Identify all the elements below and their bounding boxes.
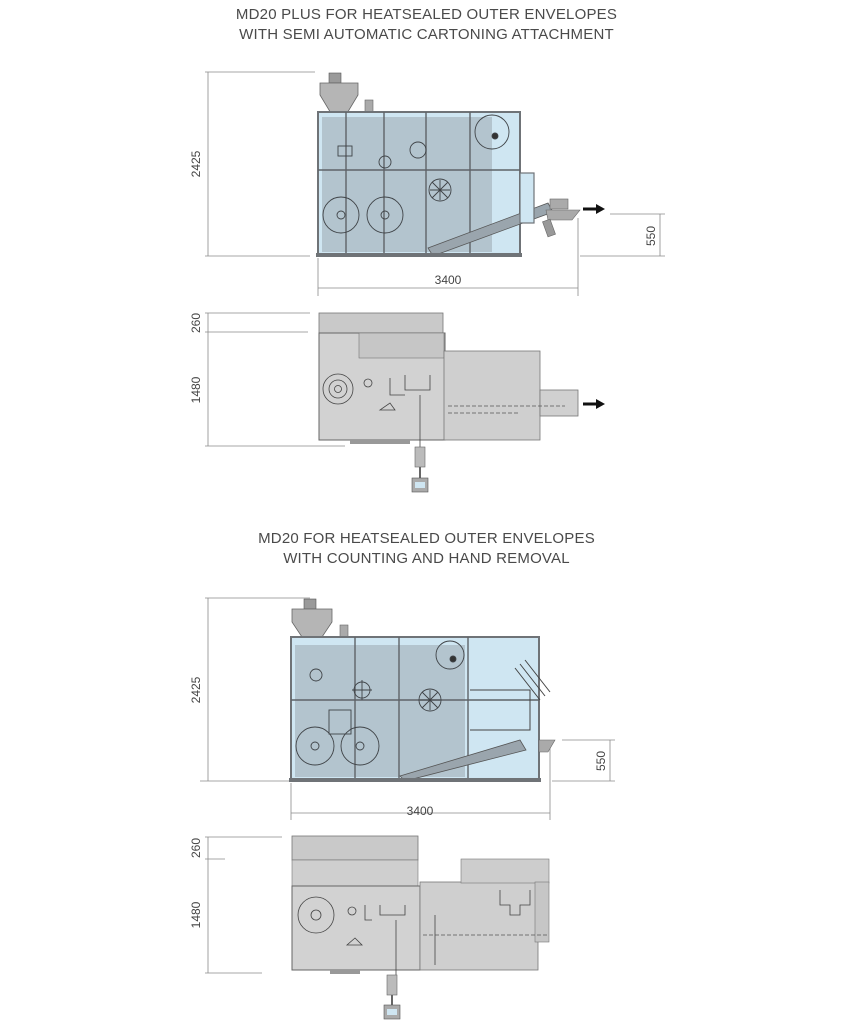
outlet-height-label: 550	[644, 226, 658, 246]
control-panel	[383, 974, 401, 1020]
outlet-box	[539, 389, 579, 417]
cartoner-body	[443, 350, 541, 441]
mechanism-panel	[322, 117, 492, 252]
top-cover	[318, 312, 444, 334]
section1-title-line2: WITH SEMI AUTOMATIC CARTONING ATTACHMENT	[239, 26, 614, 43]
section2-top-view: 260 1480	[189, 835, 550, 1020]
hopper	[319, 72, 374, 116]
mechanism-parts	[322, 114, 510, 234]
section2-title: MD20 FOR HEATSEALED OUTER ENVELOPES WITH…	[0, 529, 853, 569]
depth-label: 1480	[189, 376, 203, 403]
mechanism-parts	[295, 640, 465, 766]
section2-front-view: 2425 3400 550	[189, 597, 615, 820]
frame-members	[318, 112, 520, 255]
control-panel	[411, 446, 429, 493]
outlet-height-label: 550	[594, 751, 608, 771]
section1-top-view: 260 1480	[189, 312, 605, 493]
top-view-parts	[322, 373, 431, 455]
chain-conveyor	[448, 405, 565, 414]
mechanism-panel	[295, 645, 465, 777]
top-view-parts	[297, 890, 531, 975]
width-label: 3400	[435, 273, 462, 287]
section2-title-line1: MD20 FOR HEATSEALED OUTER ENVELOPES	[258, 530, 595, 547]
section1-title-line1: MD20 PLUS FOR HEATSEALED OUTER ENVELOPES	[235, 6, 618, 23]
right-arrow-icon	[583, 204, 605, 214]
width-label: 3400	[407, 804, 434, 818]
section2-title-line2: WITH COUNTING AND HAND REMOVAL	[283, 550, 570, 567]
cartoning-conveyor	[427, 172, 581, 257]
base-rail	[289, 778, 541, 782]
height-label: 2425	[189, 676, 203, 703]
top-cover	[291, 835, 419, 861]
depth-top-label: 260	[189, 838, 203, 858]
right-arrow-icon	[583, 399, 605, 409]
dimension-lines	[200, 597, 615, 820]
depth-top-label: 260	[189, 313, 203, 333]
main-body	[291, 885, 421, 971]
counting-unit	[399, 659, 556, 782]
dimension-lines	[205, 836, 282, 974]
height-label: 2425	[189, 150, 203, 177]
dimension-lines	[205, 312, 345, 447]
section1-front-view: 2425 3400 550	[189, 71, 665, 296]
section1-title: MD20 PLUS FOR HEATSEALED OUTER ENVELOPES…	[0, 5, 853, 45]
counting-body	[419, 881, 539, 971]
depth-label: 1480	[189, 901, 203, 928]
hopper	[291, 598, 349, 641]
base-rail	[316, 253, 522, 257]
dimension-lines	[205, 71, 665, 296]
